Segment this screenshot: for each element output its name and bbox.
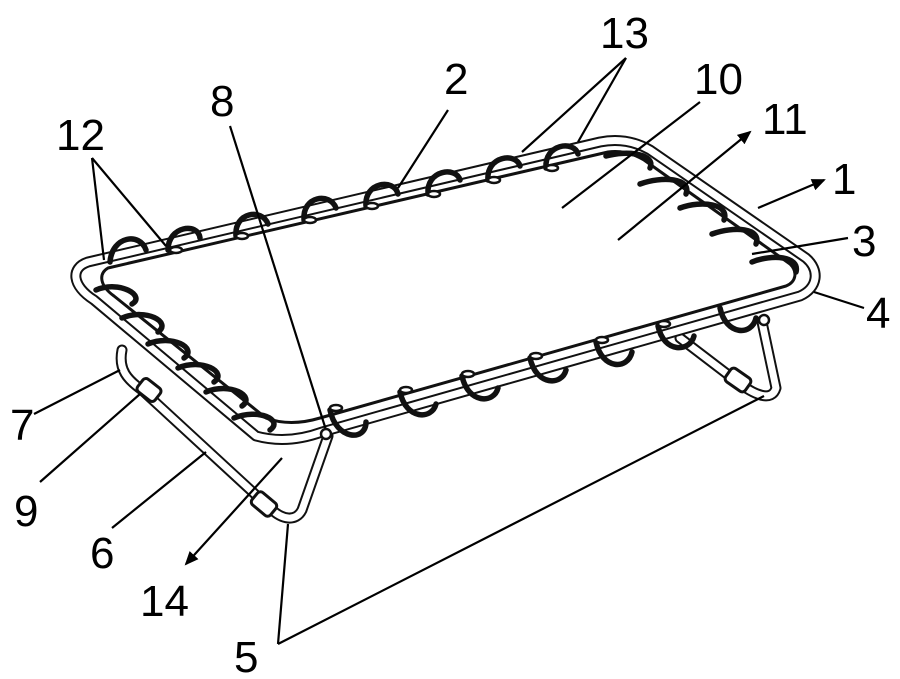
label-4: 4 xyxy=(866,289,890,338)
sleeve-joint-left xyxy=(135,377,163,403)
callout-labels: 12 8 2 13 10 11 1 3 4 7 9 6 14 5 xyxy=(10,9,890,679)
label-11: 11 xyxy=(762,95,808,144)
label-6: 6 xyxy=(90,529,114,578)
sleeve-joint-front xyxy=(249,490,279,518)
leader-lines xyxy=(33,57,865,645)
label-13: 13 xyxy=(600,9,649,58)
label-3: 3 xyxy=(852,217,876,266)
springs-back-edge xyxy=(107,143,581,265)
mat-eyelets xyxy=(168,163,672,413)
leg-pivot-point-right xyxy=(757,313,771,327)
label-10: 10 xyxy=(694,55,743,104)
left-leg-assembly xyxy=(115,344,334,524)
label-1: 1 xyxy=(832,155,856,204)
label-2: 2 xyxy=(444,55,468,104)
mat-edge xyxy=(100,150,797,424)
label-9: 9 xyxy=(14,487,38,536)
label-7: 7 xyxy=(10,401,34,450)
leg-pivot-point xyxy=(319,427,333,441)
label-14: 14 xyxy=(140,577,189,626)
outer-frame xyxy=(70,134,821,445)
label-12: 12 xyxy=(56,111,105,160)
sleeve-joint-right xyxy=(723,366,753,394)
springs-left-edge xyxy=(93,284,277,433)
right-leg-assembly xyxy=(674,316,782,402)
springs-front-edge xyxy=(327,305,759,438)
springs-right-edge xyxy=(603,150,799,275)
label-5: 5 xyxy=(234,633,258,679)
label-8: 8 xyxy=(210,77,234,126)
